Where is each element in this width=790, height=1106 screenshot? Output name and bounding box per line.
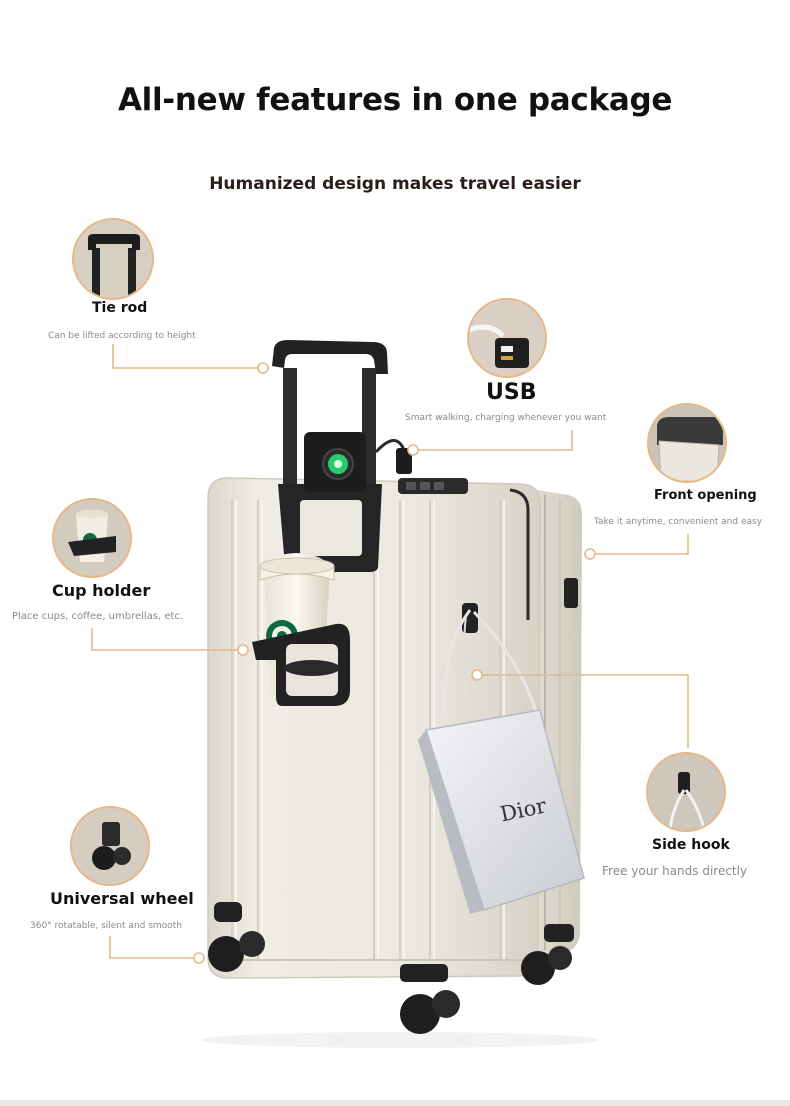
handle-icon: [74, 220, 152, 298]
shopping-bag: [418, 609, 585, 914]
tie-rod-desc: Can be lifted according to height: [48, 331, 196, 341]
tie-rod-label: Tie rod: [92, 300, 148, 316]
callout-lines: [91, 344, 689, 959]
floor-strip: [0, 1100, 790, 1106]
front-pocket-icon: [649, 405, 725, 481]
wheels: [200, 902, 600, 1048]
side-hook-thumbnail: [646, 752, 726, 832]
universal-wheel-label: Universal wheel: [50, 889, 194, 908]
cup-holder-label: Cup holder: [52, 581, 151, 600]
cup-holder-desc: Place cups, coffee, umbrellas, etc.: [12, 611, 184, 622]
page-subtitle: Humanized design makes travel easier: [209, 174, 581, 194]
universal-wheel-thumbnail: [70, 806, 150, 886]
front-opening-thumbnail: [647, 403, 727, 483]
side-hook-label: Side hook: [652, 837, 730, 853]
trolley-handle: [272, 340, 412, 572]
usb-port-icon: [469, 300, 545, 376]
cup-holder-thumbnail: [52, 498, 132, 578]
usb-thumbnail: [467, 298, 547, 378]
usb-desc: Smart walking, charging whenever you wan…: [405, 413, 607, 423]
callout-dots: [193, 362, 596, 964]
universal-wheel-desc: 360° rotatable, silent and smooth: [30, 921, 182, 931]
side-hook-desc: Free your hands directly: [602, 864, 748, 878]
front-opening-desc: Take it anytime, convenient and easy: [594, 517, 763, 527]
page-title: All-new features in one package: [117, 82, 673, 118]
front-opening-label: Front opening: [654, 488, 757, 503]
cup-holder: [252, 553, 350, 706]
wheel-icon: [72, 808, 148, 884]
tie-rod-thumbnail: [72, 218, 154, 300]
usb-label: USB: [486, 380, 537, 405]
cup-icon: [54, 500, 130, 576]
hook-icon: [648, 754, 724, 830]
